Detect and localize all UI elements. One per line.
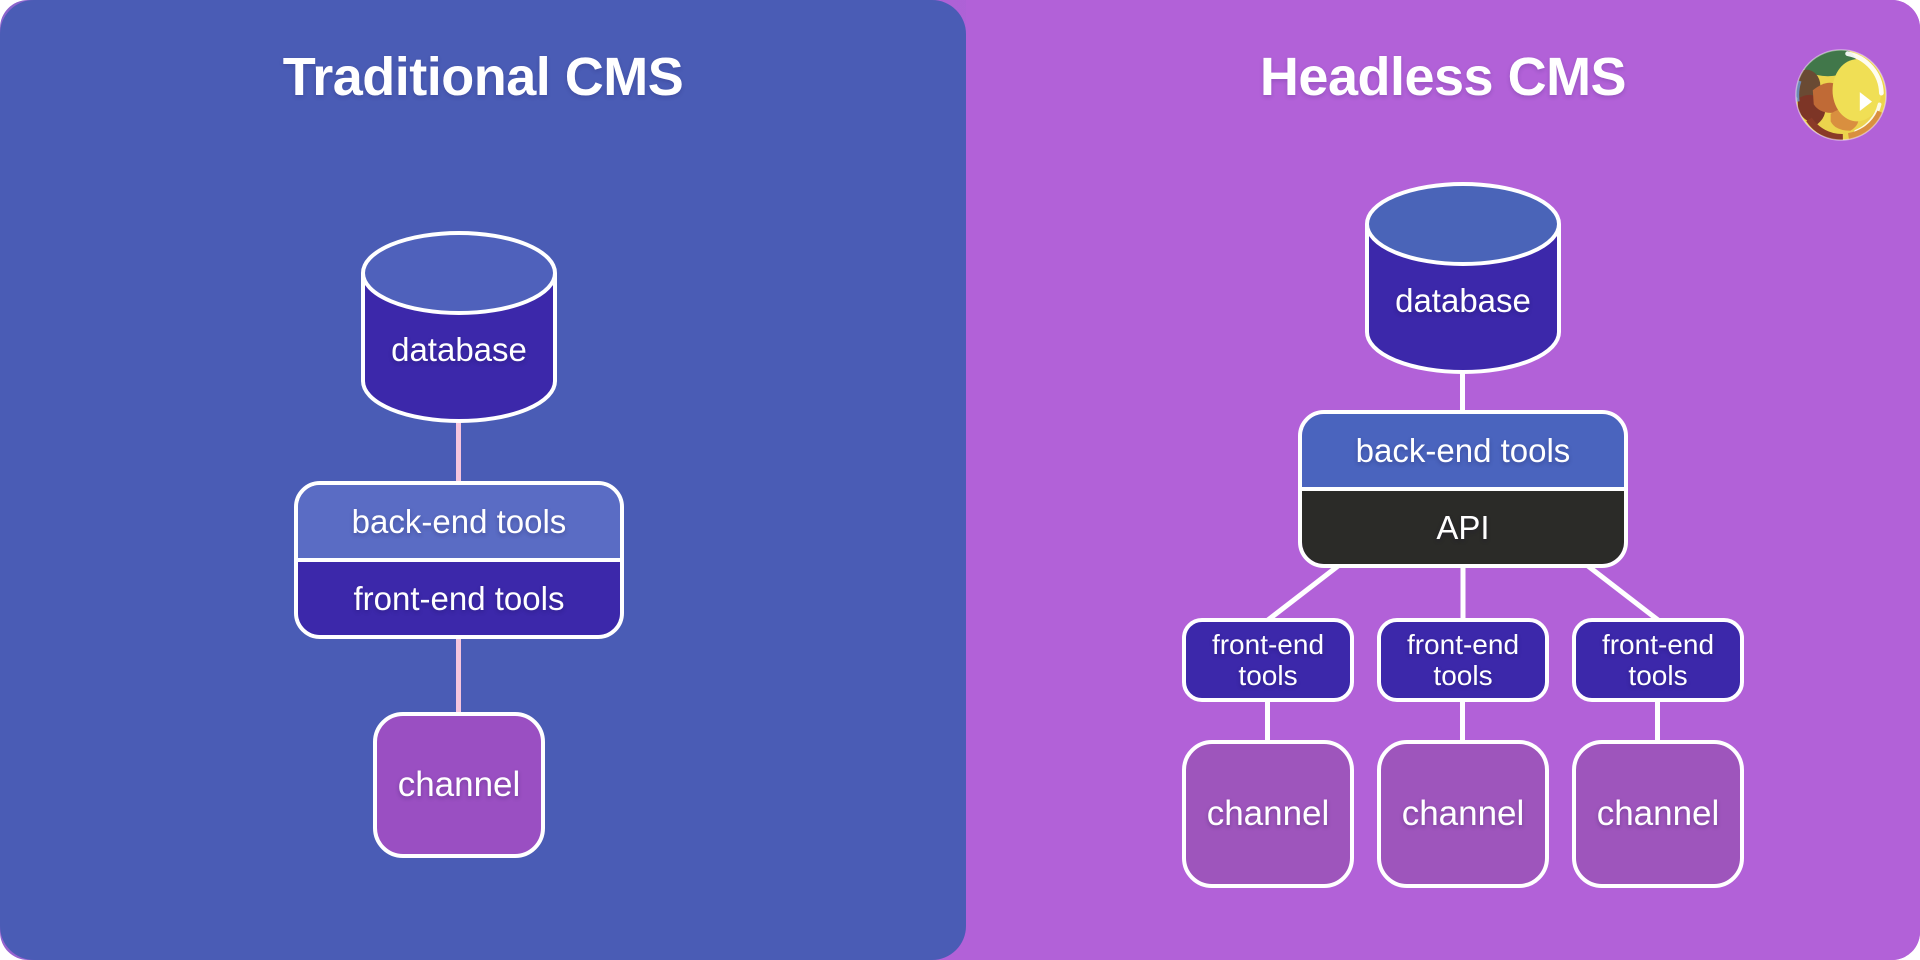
api-box: API xyxy=(1302,487,1624,564)
frontend-tools-box: front-end tools xyxy=(1182,618,1354,702)
channel-box: channel xyxy=(1377,740,1549,888)
connector-frontend3-to-channel3 xyxy=(1655,700,1660,742)
channel-box: channel xyxy=(1182,740,1354,888)
tools-stack: back-end tools front-end tools xyxy=(294,481,624,639)
backend-tools-box: back-end tools xyxy=(298,485,620,558)
frontend-tools-box: front-end tools xyxy=(298,558,620,635)
backend-tools-label: back-end tools xyxy=(351,502,567,540)
database-cylinder: database xyxy=(359,227,559,427)
database-cylinder-shape xyxy=(1365,182,1561,374)
database-label: database xyxy=(391,331,527,368)
backend-api-stack: back-end tools API xyxy=(1298,410,1628,568)
channel-box: channel xyxy=(1572,740,1744,888)
traditional-cms-panel: Traditional CMS database back-end tools … xyxy=(0,0,966,960)
frontend-tools-label: front-end tools xyxy=(1211,628,1325,691)
channel-box: channel xyxy=(373,712,545,858)
channel-label: channel xyxy=(397,765,521,804)
frontend-tools-box: front-end tools xyxy=(1377,618,1549,702)
traditional-cms-title: Traditional CMS xyxy=(282,47,684,107)
connector-database-to-tools xyxy=(456,420,461,484)
connector-database-to-backend xyxy=(1460,369,1465,413)
channel-label: channel xyxy=(1596,794,1720,833)
database-label: database xyxy=(1395,282,1531,319)
backend-tools-box: back-end tools xyxy=(1302,414,1624,487)
frontend-tools-box: front-end tools xyxy=(1572,618,1744,702)
headless-cms-panel: Headless CMS xyxy=(966,0,1920,960)
database-cylinder-shape xyxy=(361,231,557,423)
headless-cms-title: Headless CMS xyxy=(1259,47,1627,107)
channel-label: channel xyxy=(1401,794,1525,833)
connector-frontend2-to-channel2 xyxy=(1460,700,1465,742)
connector-tools-to-channel xyxy=(456,637,461,715)
frontend-tools-label: front-end tools xyxy=(353,579,565,617)
database-cylinder: database xyxy=(1363,178,1563,378)
backend-tools-label: back-end tools xyxy=(1355,431,1571,469)
connector-frontend1-to-channel1 xyxy=(1265,700,1270,742)
channel-label: channel xyxy=(1206,794,1330,833)
frontend-tools-label: front-end tools xyxy=(1406,628,1520,691)
connector-api-fanout xyxy=(1266,566,1660,620)
api-label: API xyxy=(1436,508,1490,546)
frontend-tools-label: front-end tools xyxy=(1601,628,1715,691)
glass-marble-logo-icon xyxy=(1795,49,1887,141)
